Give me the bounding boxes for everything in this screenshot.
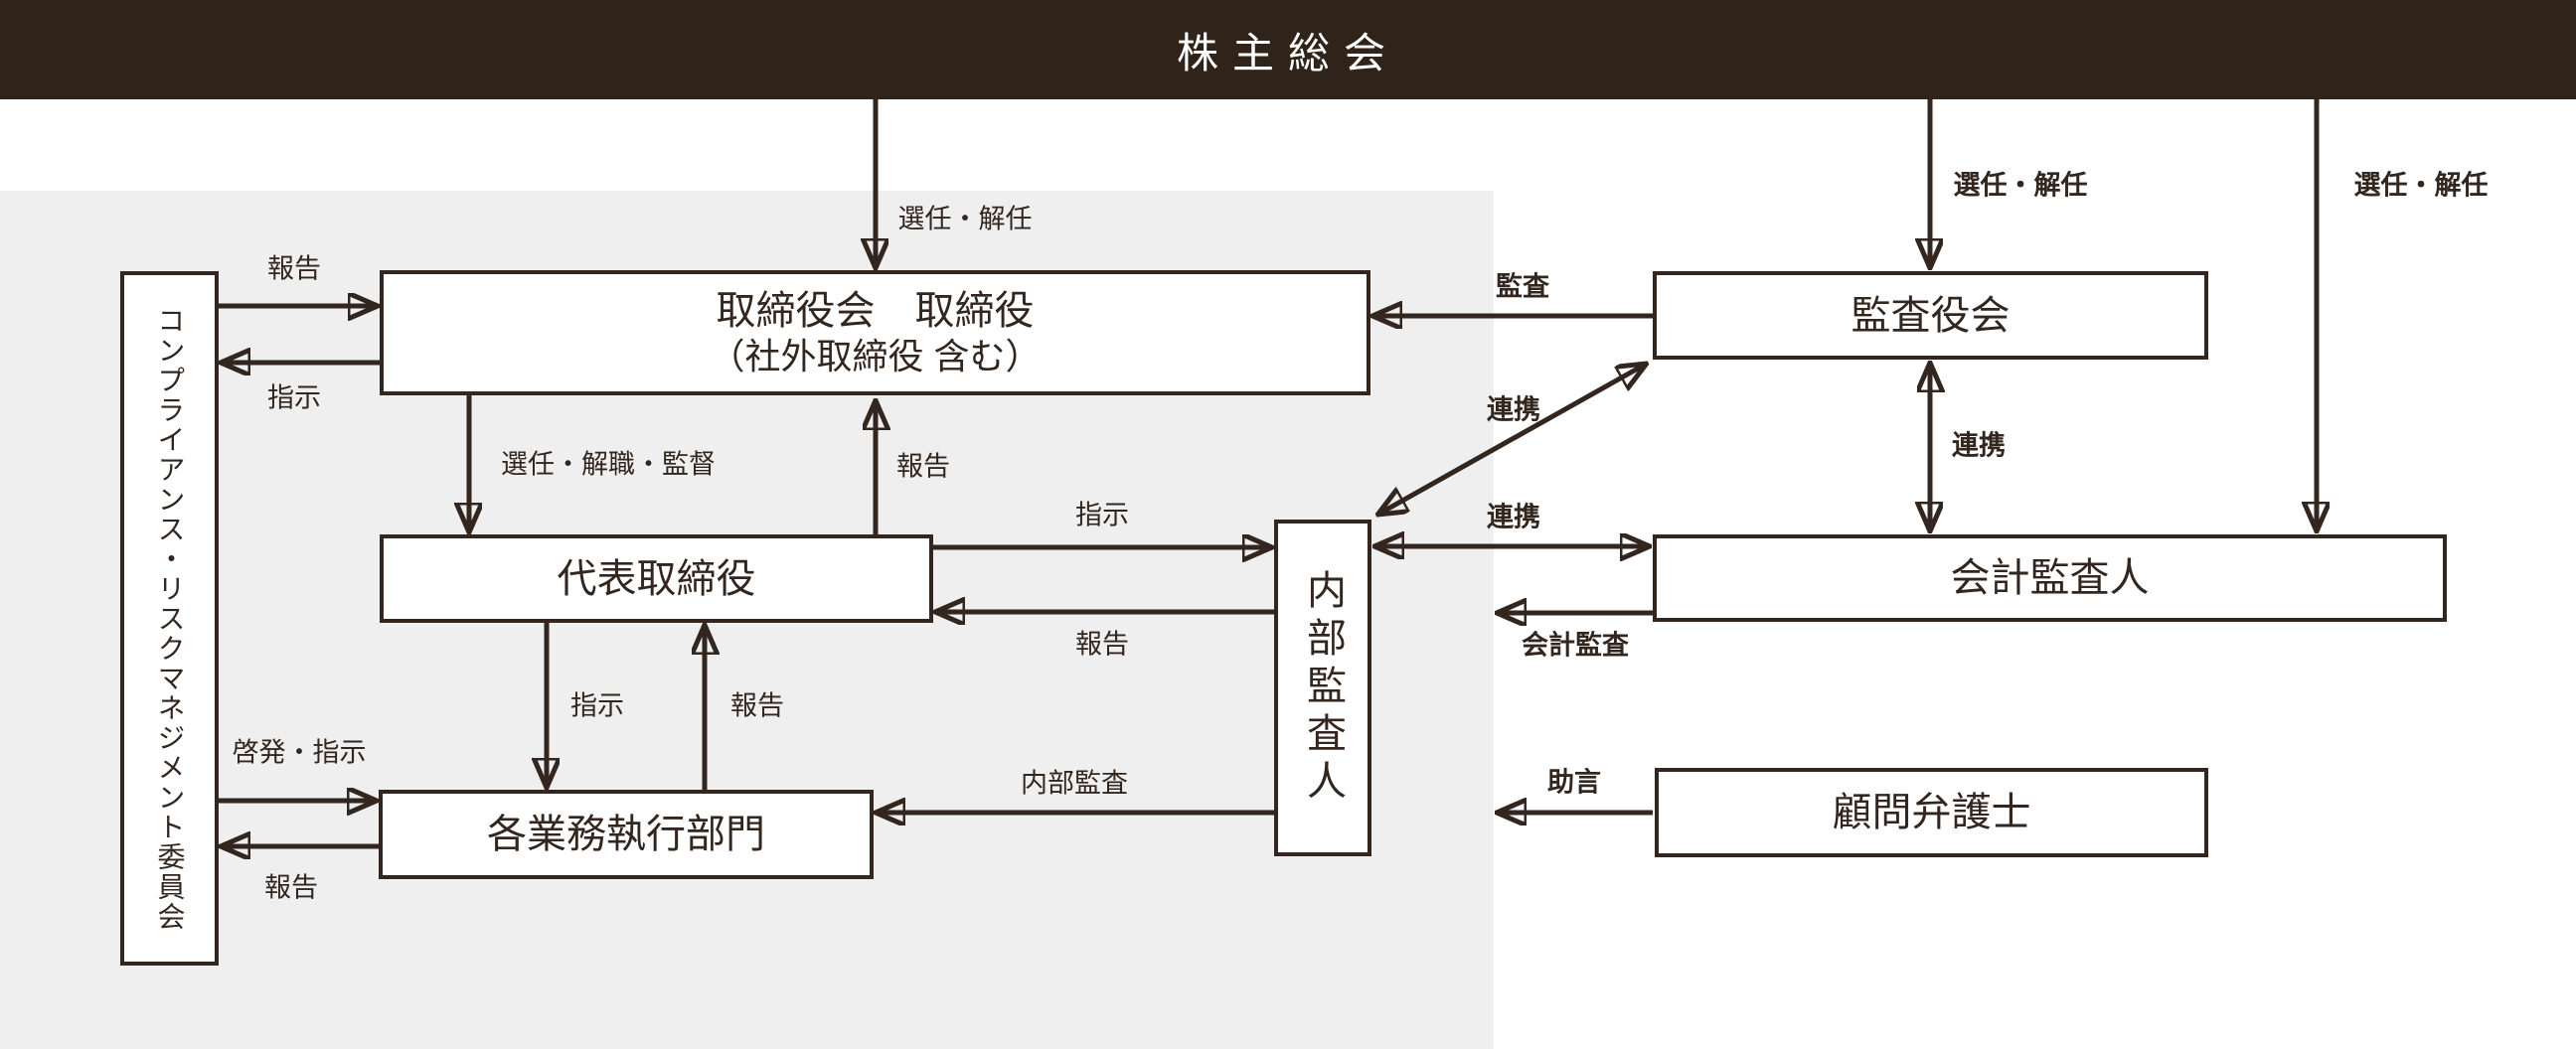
label-appoint-dismiss-accounting: 選任・解任 xyxy=(2353,170,2489,201)
label-report-to-board: 報告 xyxy=(896,451,950,482)
label-report-committee-bottom: 報告 xyxy=(264,872,318,903)
label-advice: 助言 xyxy=(1547,767,1601,798)
representative-director-label: 代表取締役 xyxy=(557,556,756,601)
audit-and-supervisory-board-label: 監査役会 xyxy=(1851,293,2011,338)
box-business-departments: 各業務執行部門 xyxy=(379,790,874,879)
label-internal-audit: 内部監査 xyxy=(1021,768,1128,799)
board-of-directors-sublabel: （社外取締役 含む） xyxy=(709,336,1042,377)
label-cooperation-vertical: 連携 xyxy=(1952,430,2006,461)
box-board-of-directors: 取締役会 取締役 （社外取締役 含む） xyxy=(380,270,1370,395)
internal-auditor-label: 内部監査人 xyxy=(1301,568,1345,808)
label-cooperation-horizontal: 連携 xyxy=(1487,502,1540,532)
label-instruct-internal-auditor: 指示 xyxy=(1075,500,1129,530)
accounting-auditor-label: 会計監査人 xyxy=(1950,556,2150,600)
label-enlighten-instruct: 啓発・指示 xyxy=(232,737,367,768)
business-departments-label: 各業務執行部門 xyxy=(487,813,765,856)
box-audit-and-supervisory-board: 監査役会 xyxy=(1653,271,2208,360)
label-report-departments: 報告 xyxy=(730,690,784,721)
board-of-directors-label: 取締役会 取締役 xyxy=(716,289,1035,334)
box-internal-auditor: 内部監査人 xyxy=(1274,520,1371,856)
label-report-from-internal-auditor: 報告 xyxy=(1075,629,1129,660)
label-appoint-discharge-supervise: 選任・解職・監督 xyxy=(501,449,716,480)
shareholders-meeting-title: 株主総会 xyxy=(1176,29,1399,76)
shareholders-meeting-banner: 株主総会 xyxy=(0,0,2576,99)
label-accounting-audit: 会計監査 xyxy=(1522,630,1629,661)
label-audit: 監査 xyxy=(1496,271,1549,302)
box-compliance-risk-committee: コンプライアンス・リスクマネジメント委員会 xyxy=(120,271,219,966)
label-appoint-dismiss-board: 選任・解任 xyxy=(897,204,1033,234)
label-instruct-committee: 指示 xyxy=(267,382,321,413)
label-cooperation-diagonal: 連携 xyxy=(1487,394,1540,425)
box-representative-director: 代表取締役 xyxy=(380,534,933,623)
corporate-lawyer-label: 顧問弁護士 xyxy=(1832,791,2031,834)
arrow-cooperation-diagonal xyxy=(1379,365,1645,514)
label-appoint-dismiss-audit-board: 選任・解任 xyxy=(1953,170,2088,201)
compliance-risk-committee-label: コンプライアンス・リスクマネジメント委員会 xyxy=(154,305,186,932)
box-corporate-lawyer: 顧問弁護士 xyxy=(1655,768,2208,857)
label-report-committee-top: 報告 xyxy=(267,253,321,284)
label-instruct-departments: 指示 xyxy=(570,690,624,721)
box-accounting-auditor: 会計監査人 xyxy=(1653,534,2447,622)
